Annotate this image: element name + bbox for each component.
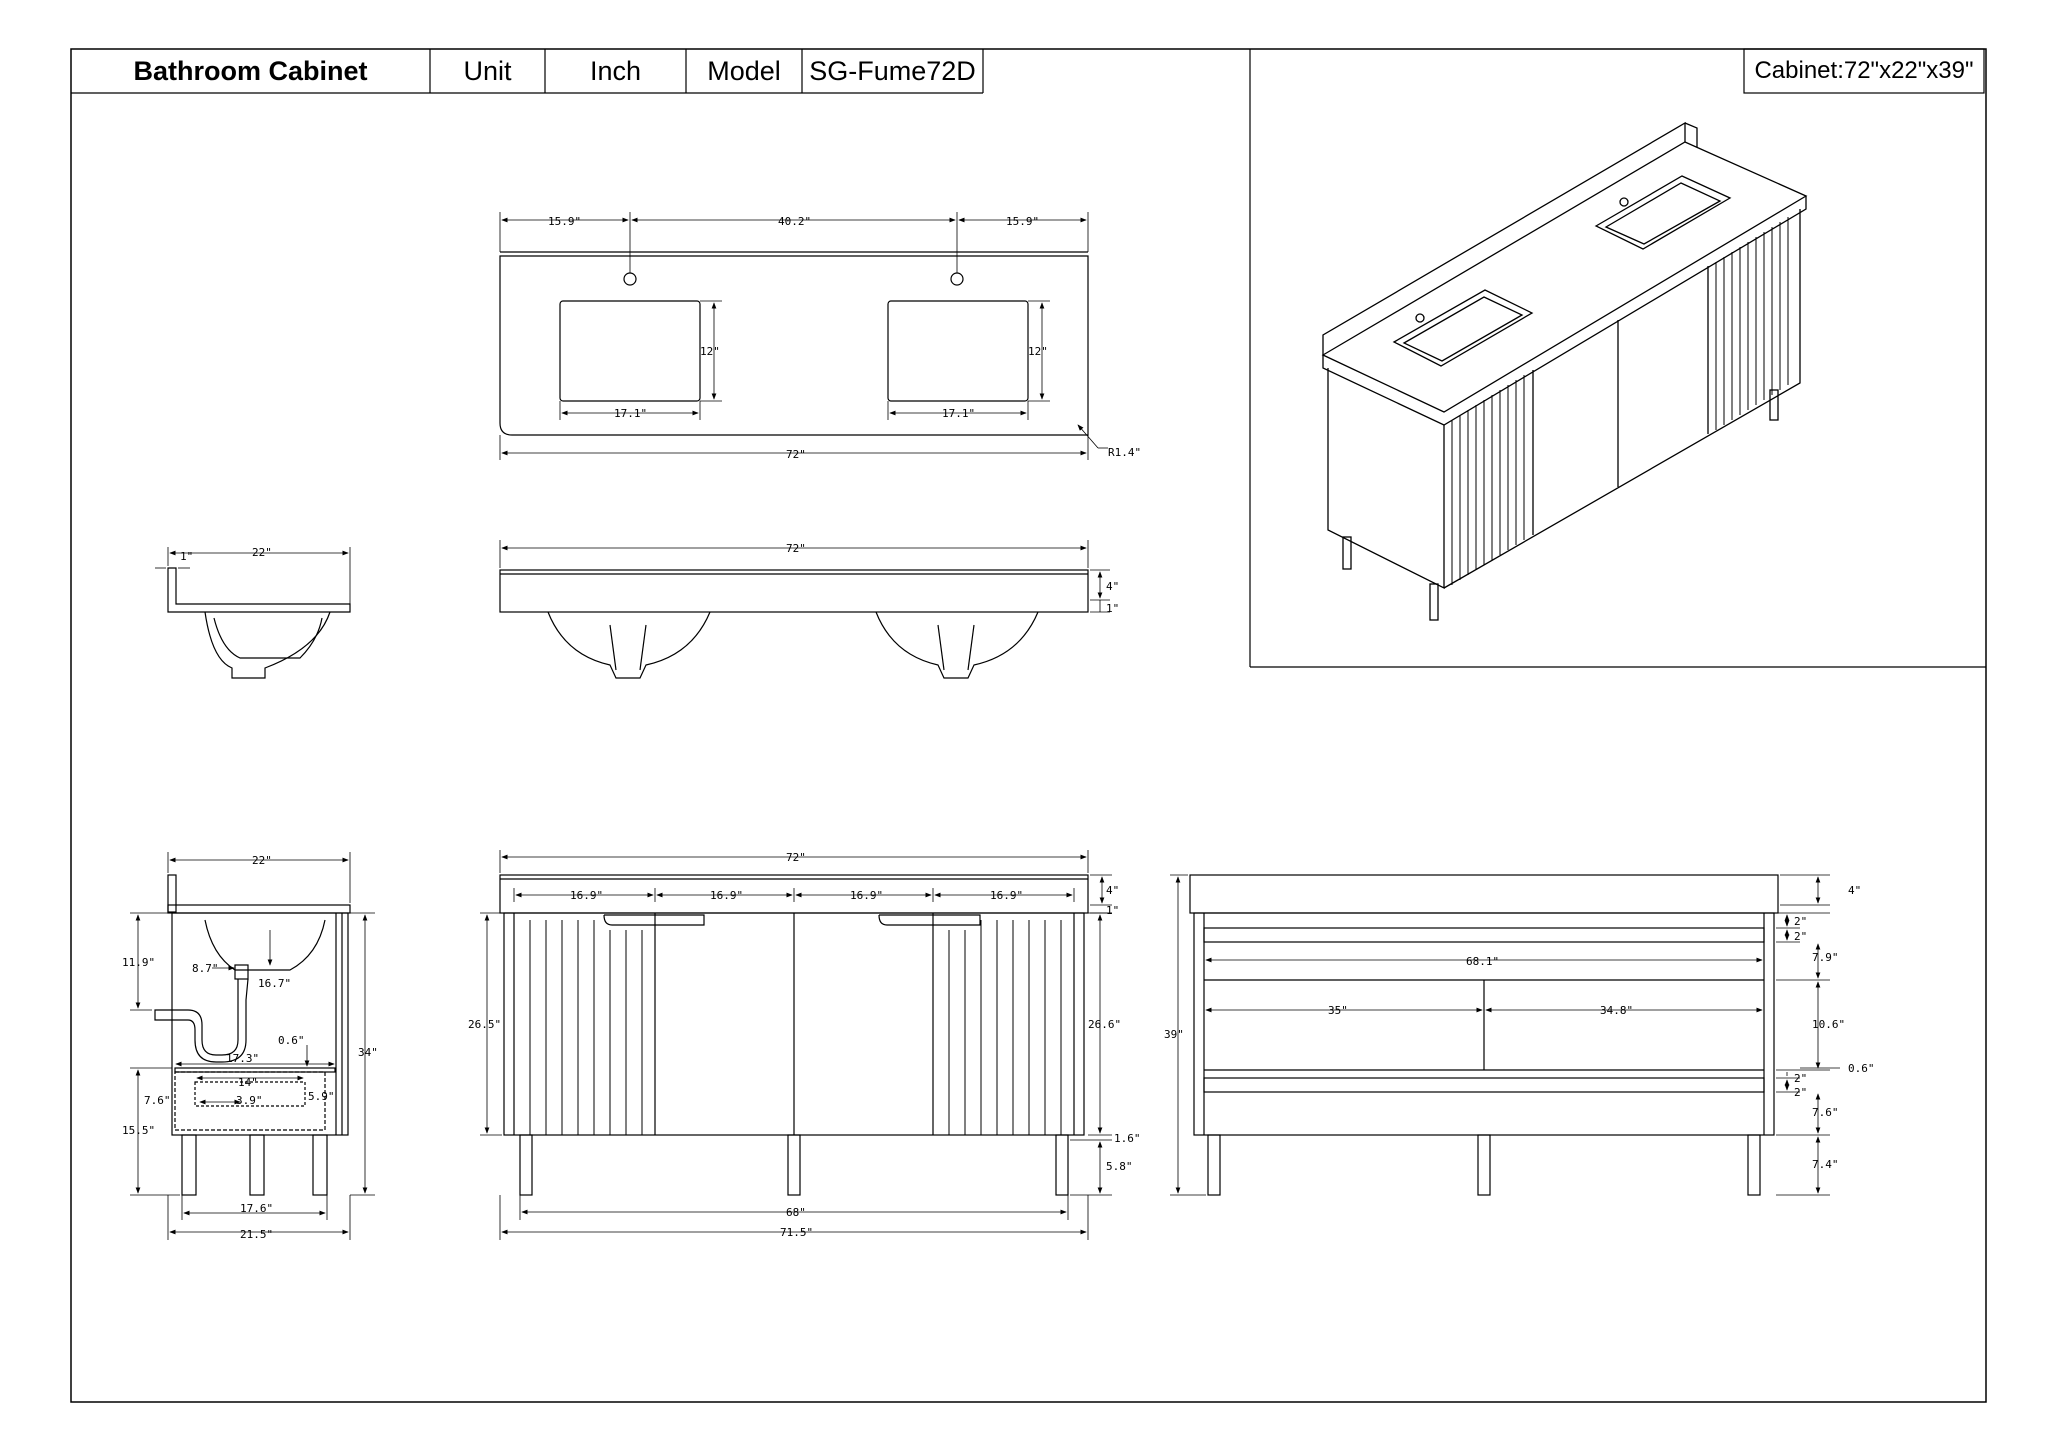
- back-dim-rail-gap-2: 2": [1794, 1072, 1807, 1085]
- side-dim-depth: 22": [252, 854, 272, 867]
- back-dim-inner-width: 68.1": [1466, 955, 1499, 968]
- top-front-dim-width: 72": [786, 542, 806, 555]
- top-dim-sink-depth-left: 12": [700, 345, 720, 358]
- top-front-view-dimensions: 72" 4" 1": [786, 542, 1119, 615]
- side-dim-drawer-depth: 17.3": [226, 1052, 259, 1065]
- front-dim-backsplash: 4": [1106, 884, 1119, 897]
- back-dim-right-opening: 34.8": [1600, 1004, 1633, 1017]
- top-dim-left-hole: 15.9": [548, 215, 581, 228]
- top-side-dim-depth: 22": [252, 546, 272, 559]
- top-side-view-dimensions: 22" 1": [180, 546, 272, 563]
- title-block-frame: [71, 49, 984, 94]
- side-dim-drain-center: 16.7": [258, 977, 291, 990]
- top-dim-sink-width-right: 17.1": [942, 407, 975, 420]
- title-model-label: Model: [707, 55, 781, 86]
- top-dim-sink-width-left: 17.1": [614, 407, 647, 420]
- back-dim-overall-height: 39": [1164, 1028, 1184, 1041]
- front-dim-door-2: 16.9": [710, 889, 743, 902]
- front-dim-leg-span: 68": [786, 1206, 806, 1219]
- top-side-view: [155, 547, 351, 679]
- back-dim-rail-gap-1: 2": [1794, 915, 1807, 928]
- back-dim-lower-opening: 7.6": [1812, 1106, 1839, 1119]
- top-dim-sink-depth-right: 12": [1028, 345, 1048, 358]
- top-side-dim-backsplash: 1": [180, 550, 193, 563]
- front-dim-width: 72": [786, 851, 806, 864]
- back-dim-leg-height: 7.4": [1812, 1158, 1839, 1171]
- front-dim-leg-height: 5.8": [1106, 1160, 1133, 1173]
- top-view: [499, 212, 1108, 460]
- back-dim-upper-opening: 7.9": [1812, 951, 1839, 964]
- side-dim-notch-height: 5.9": [308, 1090, 335, 1103]
- side-view-dimensions: 22" 11.9" 8.7" 16.7" 0.6" 17.3" 14" 3.9"…: [122, 854, 378, 1241]
- side-dim-drain-offset: 8.7": [192, 962, 219, 975]
- front-dim-door-height: 26.5": [468, 1018, 501, 1031]
- sheet-border: [70, 48, 1987, 1403]
- side-dim-shelf-gap: 0.6": [278, 1034, 305, 1047]
- top-dim-hole-span: 40.2": [778, 215, 811, 228]
- back-dim-middle-opening: 10.6": [1812, 1018, 1845, 1031]
- isometric-cabinet: [1321, 121, 1808, 621]
- top-dim-overall-width: 72": [786, 448, 806, 461]
- back-view-dimensions: 4" 2" 2" 68.1" 7.9" 35" 34.8" 10.6" 39" …: [1164, 884, 1875, 1171]
- back-dim-left-opening: 35": [1328, 1004, 1348, 1017]
- title-unit-label: Unit: [463, 55, 512, 86]
- side-dim-notch-depth: 14": [238, 1076, 258, 1089]
- front-dim-door-3: 16.9": [850, 889, 883, 902]
- back-dim-rail-2: 2": [1794, 1086, 1807, 1099]
- front-dim-door-4: 16.9": [990, 889, 1023, 902]
- side-view: [130, 852, 375, 1240]
- top-dim-right-hole: 15.9": [1006, 215, 1039, 228]
- isometric-frame: [1249, 48, 1986, 668]
- front-view-dimensions: 72" 16.9" 16.9" 16.9" 16.9" 4" 1" 26.5" …: [468, 851, 1141, 1239]
- side-dim-sink-drop: 11.9": [122, 956, 155, 969]
- back-dim-shelf-thickness: 0.6": [1848, 1062, 1875, 1075]
- front-dim-door-1: 16.9": [570, 889, 603, 902]
- front-dim-body-height: 26.6": [1088, 1018, 1121, 1031]
- back-dim-rail-1: 2": [1794, 930, 1807, 943]
- title-unit-value: Inch: [589, 55, 642, 86]
- side-dim-notch-width: 3.9": [236, 1094, 263, 1107]
- side-dim-drawer-height: 7.6": [144, 1094, 171, 1107]
- cabinet-spec: Cabinet:72"x22"x39": [1754, 57, 1974, 84]
- front-view: [480, 850, 1112, 1240]
- back-dim-backsplash: 4": [1848, 884, 1861, 897]
- side-dim-body-height: 34": [358, 1046, 378, 1059]
- back-view: [1170, 874, 1840, 1196]
- title-product: Bathroom Cabinet: [133, 55, 368, 86]
- front-dim-top-thickness: 1": [1106, 904, 1119, 917]
- title-model-value: SG-Fume72D: [809, 55, 976, 86]
- side-dim-drawer-floor: 15.5": [122, 1124, 155, 1137]
- side-dim-base-depth: 21.5": [240, 1228, 273, 1241]
- top-front-view: [499, 540, 1110, 679]
- top-dim-corner-radius: R1.4": [1108, 446, 1141, 459]
- top-front-dim-backsplash-height: 4": [1106, 580, 1119, 593]
- top-front-dim-top-thickness: 1": [1106, 602, 1119, 615]
- front-dim-bottom-gap: 1.6": [1114, 1132, 1141, 1145]
- front-dim-base-width: 71.5": [780, 1226, 813, 1239]
- top-view-dimensions: 15.9" 40.2" 15.9" 12" 12" 17.1" 17.1" 72…: [548, 215, 1141, 461]
- side-dim-leg-span: 17.6": [240, 1202, 273, 1215]
